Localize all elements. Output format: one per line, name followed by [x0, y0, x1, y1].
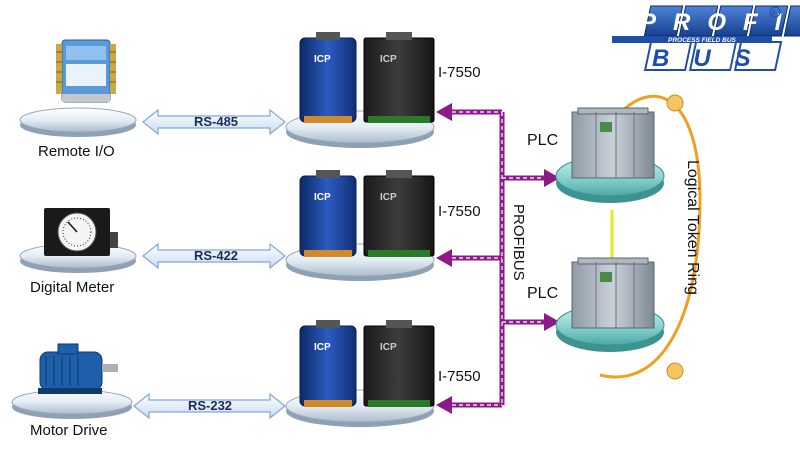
digital-meter-icon	[44, 208, 118, 256]
token-node-bottom	[666, 362, 684, 380]
plc-label-2: PLC	[527, 285, 559, 302]
svg-text:ICP: ICP	[380, 54, 397, 65]
device-platform-1	[19, 107, 137, 137]
token-ring	[598, 94, 702, 380]
token-ring-label: Logical Token Ring	[684, 160, 701, 295]
converter-label-3: I-7550	[438, 368, 481, 385]
logo-tagline: PROCESS FIELD BUS	[668, 37, 737, 44]
remote-io-module-icon	[56, 39, 116, 103]
logo-word-bottom: BUS	[652, 45, 775, 72]
device-label-remote-io: Remote I/O	[38, 143, 115, 160]
protocol-label-rs232: RS-232	[187, 398, 233, 413]
device-label-motor-drive: Motor Drive	[30, 422, 108, 439]
plc-unit-2	[555, 257, 665, 352]
logo-registered-mark: ®	[772, 9, 778, 17]
protocol-label-rs422: RS-422	[193, 248, 239, 263]
profibus-bus-label: PROFIBUS	[510, 204, 527, 281]
converter-group-2: ICP ICP	[285, 170, 435, 281]
converter-label-2: I-7550	[438, 203, 481, 220]
plc-unit-1	[555, 107, 665, 203]
converter-group-3: ICP ICP	[285, 320, 435, 427]
device-label-digital-meter: Digital Meter	[30, 279, 115, 296]
protocol-label-rs485: RS-485	[193, 114, 239, 129]
serial-link-2	[142, 242, 286, 270]
token-node-top	[666, 94, 684, 112]
svg-text:ICP: ICP	[380, 192, 397, 203]
converter-blue-unit-1	[299, 37, 357, 123]
serial-link-1	[142, 108, 286, 136]
device-platform-3	[11, 389, 133, 419]
svg-text:ICP: ICP	[314, 192, 331, 203]
logo-word-top: PROFI	[640, 9, 798, 36]
svg-text:ICP: ICP	[380, 342, 397, 353]
serial-link-3	[133, 392, 286, 420]
profibus-bus	[436, 103, 560, 414]
electric-motor-icon	[38, 343, 118, 394]
svg-text:ICP: ICP	[314, 54, 331, 65]
converter-group-1: ICP ICP	[285, 32, 435, 148]
svg-text:ICP: ICP	[314, 342, 331, 353]
profibus-logo: PROFI PROCESS FIELD BUS BUS ®	[612, 5, 800, 72]
plc-label-1: PLC	[527, 132, 559, 149]
converter-label-1: I-7550	[438, 64, 481, 81]
